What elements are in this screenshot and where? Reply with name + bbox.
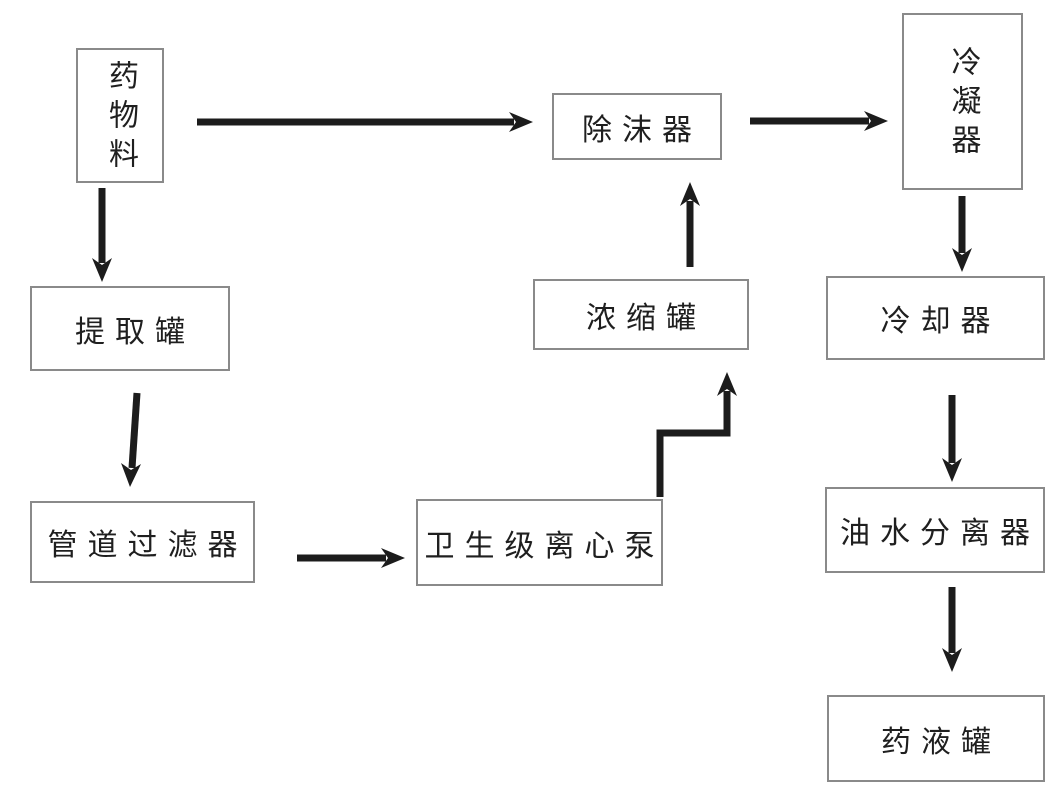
arrow-drug-material-to-demister — [197, 112, 533, 132]
node-cooler: 冷却器 — [826, 276, 1045, 360]
node-pipeline-filter: 管道过滤器 — [30, 501, 255, 583]
node-demister: 除沫器 — [552, 93, 722, 160]
node-pipeline-filter-label: 管道过滤器 — [47, 529, 248, 562]
node-cooler-label: 冷却器 — [880, 305, 1001, 338]
node-liquid-medicine-tank-label: 药液罐 — [881, 725, 1001, 759]
arrow-centrifugal-pump-to-concentration-tank — [656, 372, 737, 497]
node-drug-material: 药物料 — [76, 48, 164, 183]
node-sanitary-centrifugal-pump-label: 卫生级离心泵 — [424, 529, 665, 563]
arrow-concentration-tank-to-demister — [680, 182, 700, 267]
arrow-condenser-to-cooler — [952, 196, 972, 272]
node-sanitary-centrifugal-pump: 卫生级离心泵 — [416, 499, 663, 586]
arrow-demister-to-condenser — [750, 111, 888, 131]
node-drug-material-label: 药物料 — [104, 60, 137, 177]
node-demister-label: 除沫器 — [582, 113, 702, 147]
node-extraction-tank: 提取罐 — [30, 286, 230, 371]
node-liquid-medicine-tank: 药液罐 — [827, 695, 1045, 782]
arrow-drug-material-to-extraction-tank — [92, 188, 112, 282]
node-concentration-tank-label: 浓缩罐 — [586, 301, 706, 335]
arrow-cooler-to-oil-water-separator — [942, 395, 962, 482]
node-condenser: 冷凝器 — [902, 13, 1023, 190]
arrow-oil-water-separator-to-liquid-medicine-tank — [942, 587, 962, 672]
node-oil-water-separator-label: 油水分离器 — [840, 517, 1040, 550]
arrow-pipeline-filter-to-centrifugal-pump — [297, 548, 405, 568]
arrow-extraction-tank-to-pipeline-filter — [121, 392, 141, 487]
node-concentration-tank: 浓缩罐 — [533, 279, 749, 350]
node-oil-water-separator: 油水分离器 — [825, 487, 1045, 573]
node-extraction-tank-label: 提取罐 — [75, 315, 195, 349]
node-condenser-label: 冷凝器 — [946, 46, 980, 163]
